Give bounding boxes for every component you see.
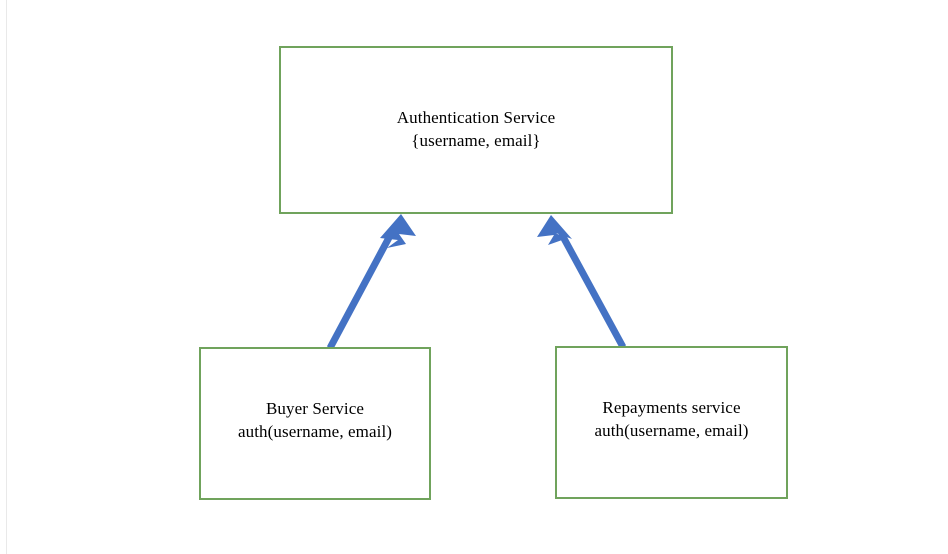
- buyer-service-title: Buyer Service: [265, 399, 365, 418]
- buyer-service-subtitle: auth(username, email): [237, 422, 393, 441]
- repayments-service-node[interactable]: Repayments service auth(username, email): [555, 346, 788, 499]
- repayments-service-subtitle: auth(username, email): [594, 421, 749, 440]
- arrow-shaft: [326, 230, 396, 350]
- page-edge-rule: [6, 0, 7, 554]
- arrow-shaft: [557, 231, 627, 349]
- arrowhead: [380, 214, 416, 248]
- arrow-buyer-to-authentication[interactable]: [326, 214, 416, 350]
- buyer-service-node[interactable]: Buyer Service auth(username, email): [199, 347, 431, 500]
- arrowhead: [537, 215, 572, 245]
- arrow-repayments-to-authentication[interactable]: [537, 215, 627, 349]
- authentication-service-node[interactable]: Authentication Service {username, email}: [279, 46, 673, 214]
- authentication-service-subtitle: {username, email}: [411, 131, 541, 150]
- authentication-service-title: Authentication Service: [396, 108, 556, 127]
- repayments-service-title: Repayments service: [602, 398, 741, 417]
